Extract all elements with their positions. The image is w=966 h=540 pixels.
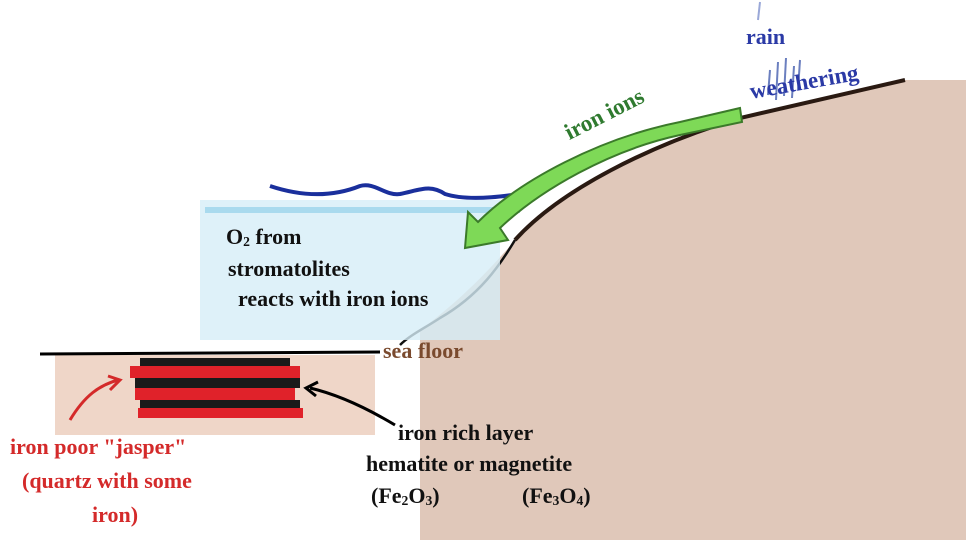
o2-sub: 2 [243, 234, 250, 250]
sea-floor-label: sea floor [383, 340, 463, 362]
water-body [200, 200, 500, 340]
iron-rich-label: iron rich layer [398, 422, 533, 444]
fe2o3-sub-2: 3 [425, 493, 433, 509]
land-slope [420, 80, 966, 540]
band-red-1 [130, 366, 300, 378]
fe3o4-part-b: O [559, 483, 577, 508]
iron-layer-pointer-head [303, 380, 319, 398]
fe3o4-sub-2: 4 [576, 493, 584, 509]
fe3o4-sub-1: 3 [552, 493, 560, 509]
rain-text: rain [746, 24, 786, 49]
stromatolites-label: stromatolites [228, 258, 350, 280]
stromatolites-text: stromatolites [228, 256, 350, 281]
jasper-pointer-head [107, 374, 123, 392]
fe3o4-label: (Fe3O4) [522, 485, 591, 508]
jasper-pointer [68, 378, 119, 421]
fe2o3-part-c: ) [432, 483, 440, 508]
iron-end-text: iron) [92, 502, 139, 527]
iron-end-label: iron) [92, 504, 138, 526]
iron-poor-label: iron poor "jasper" [10, 436, 186, 458]
fe2o3-label: (Fe2O3) [371, 485, 440, 508]
band-dark-1 [140, 358, 290, 366]
iron-rich-text: iron rich layer [398, 420, 534, 445]
fe2o3-part-b: O [408, 483, 426, 508]
band-dark-3 [140, 400, 300, 408]
quartz-text: (quartz with some [22, 468, 192, 493]
hem-mag-label: hematite or magnetite [366, 453, 572, 475]
rain-label: rain [746, 26, 785, 48]
band-red-3 [138, 408, 303, 418]
rain-streaks [757, 1, 801, 101]
o2-suffix: from [249, 224, 302, 249]
fe3o4-part-a: (Fe [522, 483, 553, 508]
o2-prefix: O [226, 224, 244, 249]
reacts-text: reacts with iron ions [238, 286, 429, 311]
quartz-label: (quartz with some [22, 470, 192, 492]
reacts-label: reacts with iron ions [238, 288, 428, 310]
iron-layer-pointer [309, 386, 396, 427]
iron-poor-text: iron poor "jasper" [10, 434, 187, 459]
band-red-2 [135, 388, 295, 400]
hem-mag-text: hematite or magnetite [366, 451, 573, 476]
fe2o3-sub-1: 2 [401, 493, 409, 509]
o2-label: O2 from [226, 226, 301, 249]
iron-ions-arrow [463, 106, 744, 250]
fe2o3-part-a: (Fe [371, 483, 402, 508]
band-dark-2 [135, 378, 300, 388]
fe3o4-part-c: ) [583, 483, 591, 508]
sea-floor-line [39, 350, 381, 356]
sea-floor-text: sea floor [383, 338, 464, 363]
water-surface [269, 183, 546, 200]
